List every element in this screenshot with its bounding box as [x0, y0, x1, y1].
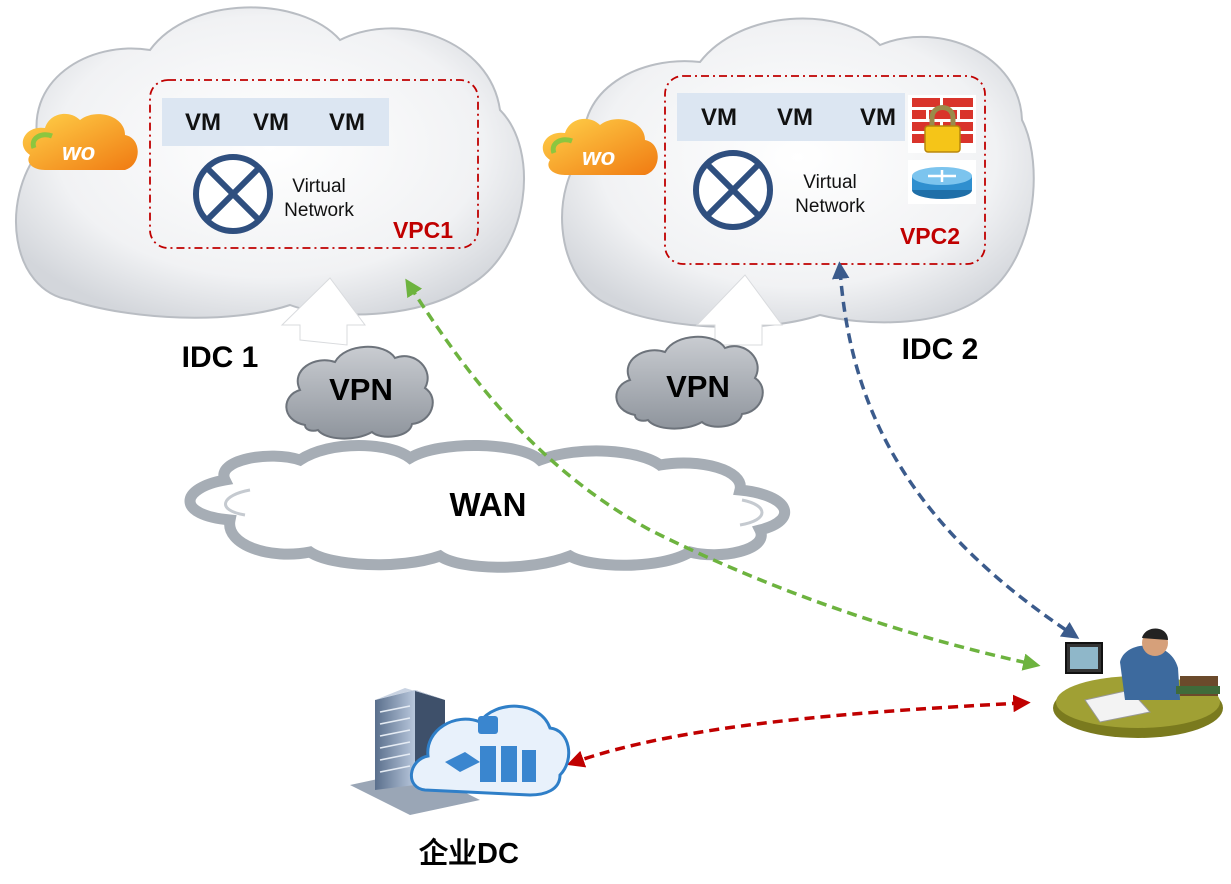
vpc1-boundary — [149, 79, 479, 249]
vm-bar-idc1 — [162, 98, 389, 146]
idc1-label: IDC 1 — [182, 341, 259, 374]
china-unicom-logo: wo — [22, 113, 138, 170]
virtual-network-label: Network — [795, 196, 865, 217]
firewall-lock-icon — [908, 95, 976, 153]
user-workstation-icon — [1053, 628, 1223, 738]
blue-connection-arrow — [831, 261, 1080, 639]
vm-label: VM — [701, 104, 737, 131]
vm-label: VM — [185, 109, 221, 136]
router-icon — [908, 160, 976, 204]
virtual-router-icon — [193, 154, 273, 234]
china-unicom-logo: wo — [542, 118, 658, 175]
vpn-label-right: VPN — [666, 369, 730, 404]
vpc2-label: VPC2 — [900, 223, 960, 249]
wan-label: WAN — [450, 486, 527, 523]
vpc1-label: VPC1 — [393, 217, 453, 243]
red-connection-arrow — [566, 694, 1031, 768]
vm-label: VM — [329, 109, 365, 136]
virtual-network-label: Virtual — [292, 176, 346, 197]
vpc2-boundary — [664, 75, 986, 265]
vm-label: VM — [253, 109, 289, 136]
uplink-arrow-idc1 — [280, 277, 366, 346]
enterprise-dc-label: 企业DC — [419, 836, 519, 870]
virtual-network-label: Network — [284, 200, 354, 221]
vm-label: VM — [777, 104, 813, 131]
svg-text:wo: wo — [62, 139, 95, 166]
vpn-label-left: VPN — [329, 372, 393, 407]
idc2-label: IDC 2 — [902, 333, 979, 366]
virtual-network-label: Virtual — [803, 172, 857, 193]
vm-label: VM — [860, 104, 896, 131]
svg-text:wo: wo — [582, 144, 615, 171]
vm-bar-idc2 — [677, 93, 905, 141]
enterprise-dc-icon — [350, 688, 571, 815]
virtual-router-icon — [693, 150, 773, 230]
